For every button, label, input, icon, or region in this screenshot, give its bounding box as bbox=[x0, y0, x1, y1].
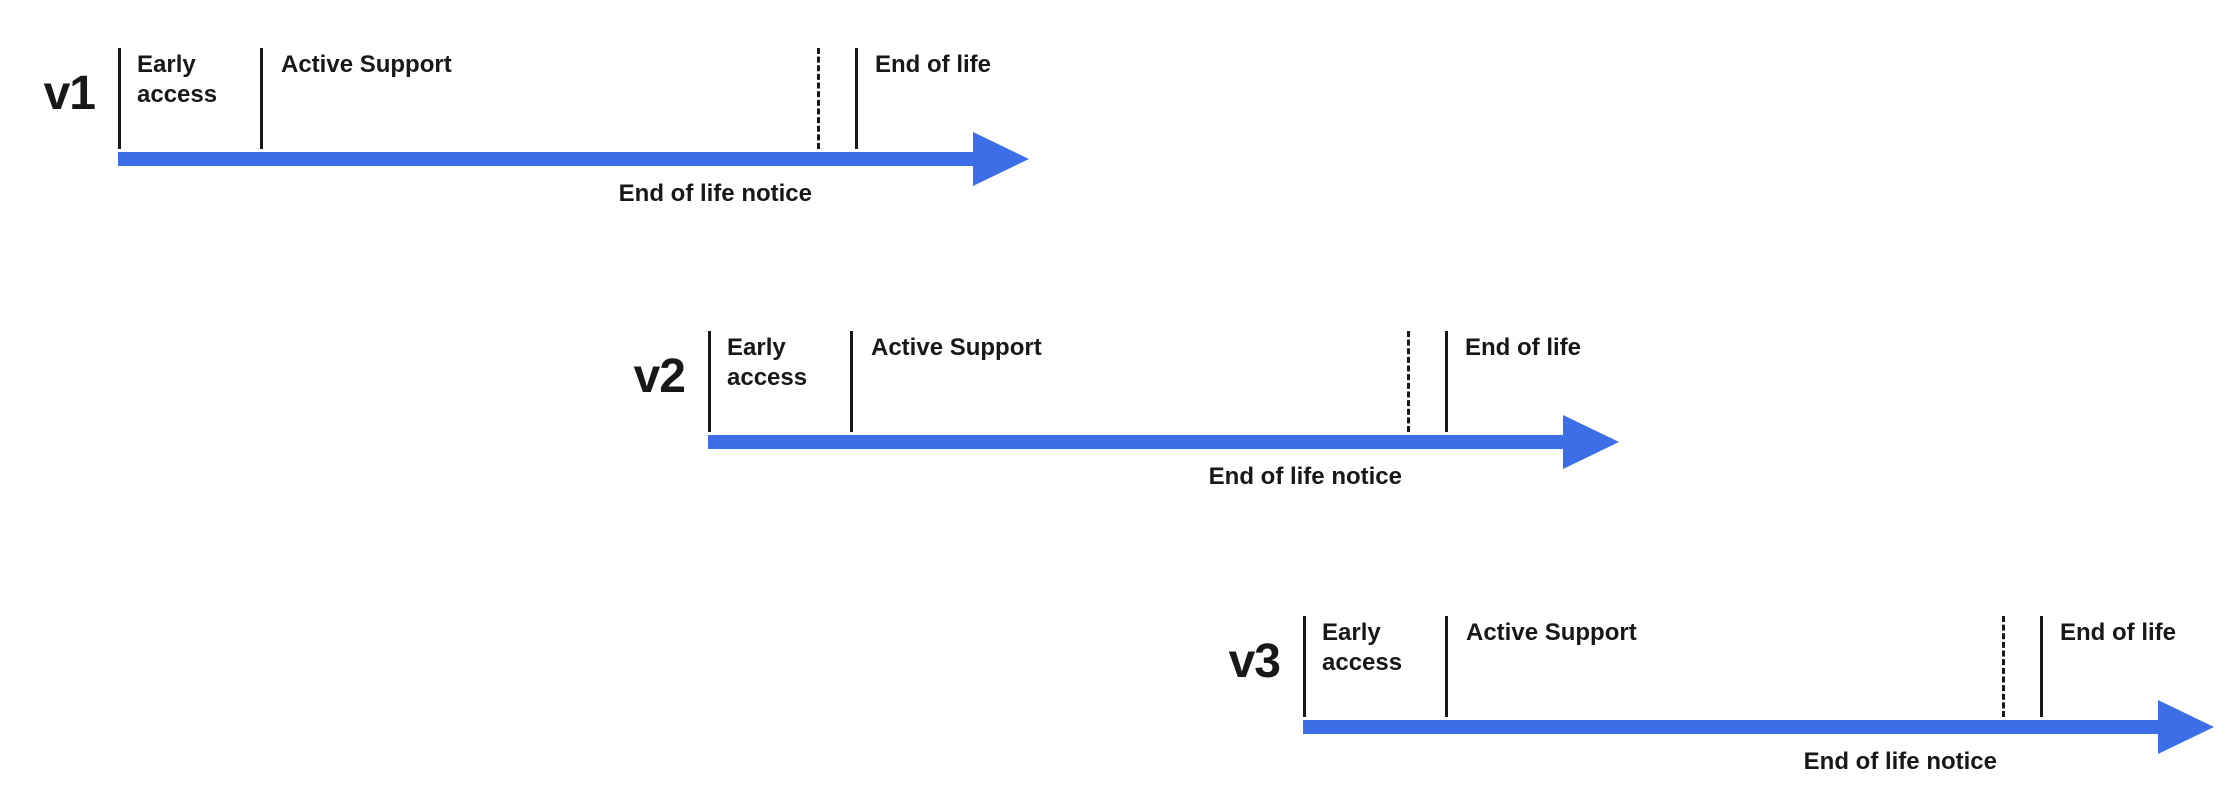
end-of-life-notice-label: End of life notice bbox=[1208, 463, 1402, 490]
active-support-label: Active Support bbox=[1466, 619, 1637, 646]
end-of-life-notice-dashed-line bbox=[1407, 331, 1410, 432]
arrow-head-icon bbox=[973, 132, 1029, 186]
early-access-label: Early access bbox=[1322, 619, 1403, 676]
tick-end-of-life bbox=[2040, 616, 2043, 717]
timeline-arrow bbox=[118, 152, 976, 166]
tick-start bbox=[708, 331, 711, 432]
arrow-head-icon bbox=[2158, 700, 2214, 754]
active-support-label: Active Support bbox=[871, 334, 1042, 361]
tick-early-access-end bbox=[850, 331, 853, 432]
timeline-arrow bbox=[708, 435, 1566, 449]
end-of-life-label: End of life bbox=[875, 51, 991, 78]
arrow-head-icon bbox=[1563, 415, 1619, 469]
tick-start bbox=[118, 48, 121, 149]
early-access-label: Early access bbox=[137, 51, 218, 108]
version-label: v1 bbox=[43, 67, 96, 120]
end-of-life-notice-label: End of life notice bbox=[1803, 748, 1997, 775]
timeline-arrow bbox=[1303, 720, 2161, 734]
end-of-life-label: End of life bbox=[2060, 619, 2176, 646]
tick-early-access-end bbox=[260, 48, 263, 149]
end-of-life-notice-dashed-line bbox=[2002, 616, 2005, 717]
timeline-v2: v2 Early access Active Support End of li… bbox=[634, 331, 1643, 511]
end-of-life-notice-dashed-line bbox=[817, 48, 820, 149]
version-label: v2 bbox=[633, 350, 686, 403]
tick-early-access-end bbox=[1445, 616, 1448, 717]
timeline-v1: v1 Early access Active Support End of li… bbox=[44, 48, 1053, 228]
active-support-label: Active Support bbox=[281, 51, 452, 78]
timeline-v3: v3 Early access Active Support End of li… bbox=[1229, 616, 2228, 796]
tick-start bbox=[1303, 616, 1306, 717]
end-of-life-label: End of life bbox=[1465, 334, 1581, 361]
version-label: v3 bbox=[1228, 635, 1281, 688]
tick-end-of-life bbox=[855, 48, 858, 149]
tick-end-of-life bbox=[1445, 331, 1448, 432]
early-access-label: Early access bbox=[727, 334, 808, 391]
end-of-life-notice-label: End of life notice bbox=[618, 180, 812, 207]
